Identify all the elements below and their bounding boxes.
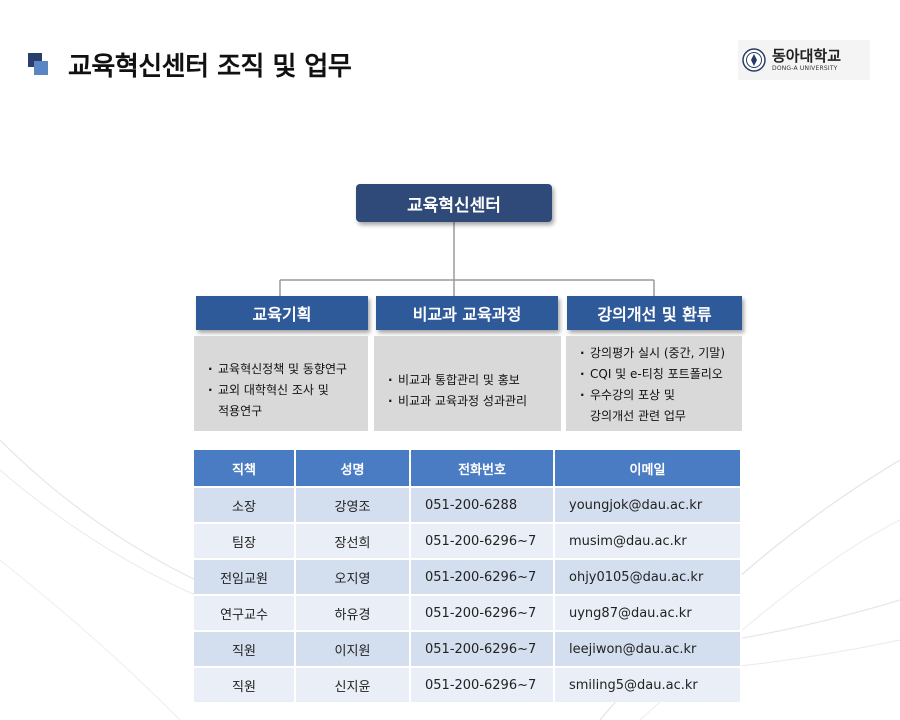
org-center-box: 교육혁신센터 xyxy=(356,184,552,222)
cell-email: leejiwon@dau.ac.kr xyxy=(554,630,742,667)
cell-email: ohjy0105@dau.ac.kr xyxy=(554,558,742,595)
logo-name-english: DONG-A UNIVERSITY xyxy=(772,64,838,72)
logo-name-korean: 동아대학교 xyxy=(772,46,842,65)
duty-box-lecture-improvement: 강의평가 실시 (중간, 기말) CQI 및 e-티칭 포트폴리오 우수강의 포… xyxy=(566,336,742,431)
dept-box-extracurricular: 비교과 교육과정 xyxy=(376,296,558,330)
staff-contact-table: 직책 성명 전화번호 이메일 소장 강영조 051-200-6288 young… xyxy=(194,450,742,702)
duty-box-extracurricular: 비교과 통합관리 및 홍보 비교과 교육과정 성과관리 xyxy=(374,336,561,431)
column-header-name: 성명 xyxy=(295,450,411,487)
university-logo: 동아대학교 DONG-A UNIVERSITY xyxy=(738,40,870,80)
duty-item: 강의평가 실시 (중간, 기말) xyxy=(578,343,732,364)
page-header: 교육혁신센터 조직 및 업무 xyxy=(28,44,352,84)
cell-name: 하유경 xyxy=(295,594,411,631)
dept-box-lecture-improvement: 강의개선 및 환류 xyxy=(567,296,742,330)
cell-position: 직원 xyxy=(194,630,296,667)
cell-phone: 051-200-6288 xyxy=(410,486,555,523)
cell-email: smiling5@dau.ac.kr xyxy=(554,666,742,702)
cell-name: 이지원 xyxy=(295,630,411,667)
table-row: 전임교원 오지영 051-200-6296~7 ohjy0105@dau.ac.… xyxy=(194,558,742,595)
cell-email: musim@dau.ac.kr xyxy=(554,522,742,559)
cell-name: 신지윤 xyxy=(295,666,411,702)
table-row: 팀장 장선희 051-200-6296~7 musim@dau.ac.kr xyxy=(194,522,742,559)
cell-phone: 051-200-6296~7 xyxy=(410,666,555,702)
duty-item: 교육혁신정책 및 동향연구 xyxy=(206,359,358,380)
cell-phone: 051-200-6296~7 xyxy=(410,594,555,631)
cell-position: 팀장 xyxy=(194,522,296,559)
page-title: 교육혁신센터 조직 및 업무 xyxy=(68,51,352,82)
title-bullet-icon xyxy=(28,49,50,79)
cell-email: uyng87@dau.ac.kr xyxy=(554,594,742,631)
cell-phone: 051-200-6296~7 xyxy=(410,522,555,559)
table-header-row: 직책 성명 전화번호 이메일 xyxy=(194,450,742,487)
duty-item: 비교과 교육과정 성과관리 xyxy=(386,391,551,412)
cell-phone: 051-200-6296~7 xyxy=(410,558,555,595)
cell-name: 장선희 xyxy=(295,522,411,559)
column-header-position: 직책 xyxy=(194,450,296,487)
cell-position: 소장 xyxy=(194,486,296,523)
cell-name: 강영조 xyxy=(295,486,411,523)
university-emblem-icon xyxy=(742,48,766,72)
cell-email: youngjok@dau.ac.kr xyxy=(554,486,742,523)
table-row: 연구교수 하유경 051-200-6296~7 uyng87@dau.ac.kr xyxy=(194,594,742,631)
table-row: 직원 이지원 051-200-6296~7 leejiwon@dau.ac.kr xyxy=(194,630,742,667)
duty-item: 비교과 통합관리 및 홍보 xyxy=(386,370,551,391)
duty-item: CQI 및 e-티칭 포트폴리오 xyxy=(578,364,732,385)
dept-box-planning: 교육기획 xyxy=(196,296,368,330)
table-row: 직원 신지윤 051-200-6296~7 smiling5@dau.ac.kr xyxy=(194,666,742,702)
cell-name: 오지영 xyxy=(295,558,411,595)
table-row: 소장 강영조 051-200-6288 youngjok@dau.ac.kr xyxy=(194,486,742,523)
cell-position: 전임교원 xyxy=(194,558,296,595)
cell-position: 연구교수 xyxy=(194,594,296,631)
cell-phone: 051-200-6296~7 xyxy=(410,630,555,667)
cell-position: 직원 xyxy=(194,666,296,702)
column-header-email: 이메일 xyxy=(554,450,742,487)
column-header-phone: 전화번호 xyxy=(410,450,555,487)
